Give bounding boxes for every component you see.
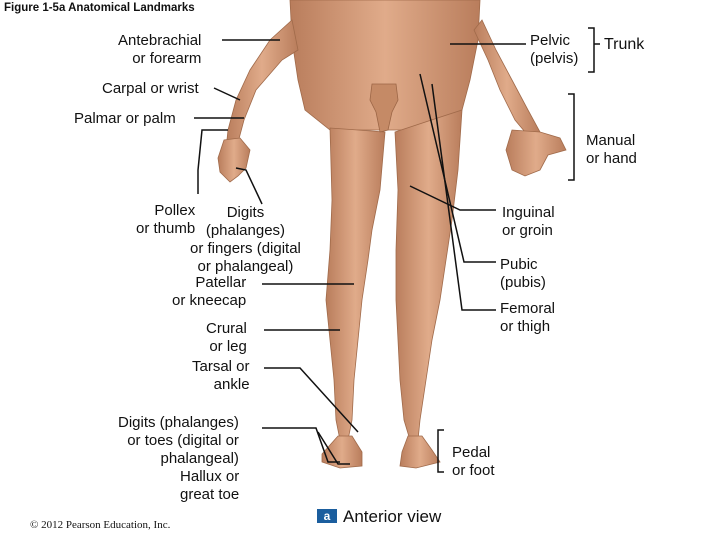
label-digits-hand: Digits (phalanges) or fingers (digital o… bbox=[190, 204, 301, 275]
label-inguinal: Inguinal or groin bbox=[502, 204, 555, 239]
leader-carpal bbox=[213, 87, 241, 101]
label-pubic: Pubic (pubis) bbox=[500, 256, 546, 291]
leader-femoral bbox=[431, 83, 496, 311]
left-hand bbox=[217, 137, 251, 183]
left-foot bbox=[321, 435, 363, 469]
label-antebrachial: Antebrachial or forearm bbox=[118, 32, 202, 67]
label-tarsal: Tarsal or ankle bbox=[192, 358, 250, 393]
label-manual: Manual or hand bbox=[586, 132, 637, 167]
label-digits-foot: Digits (phalanges) or toes (digital or p… bbox=[118, 414, 239, 467]
label-trunk: Trunk bbox=[604, 36, 645, 53]
right-foot bbox=[399, 435, 441, 469]
leader-lines bbox=[194, 27, 600, 473]
leader-tarsal bbox=[264, 367, 359, 433]
label-pedal: Pedal or foot bbox=[452, 444, 495, 479]
leader-digits-hand bbox=[235, 167, 263, 205]
leader-pubic bbox=[419, 73, 496, 263]
label-patellar: Patellar or kneecap bbox=[172, 274, 247, 309]
label-crural: Crural or leg bbox=[206, 320, 247, 355]
label-hallux: Hallux or great toe bbox=[180, 468, 240, 503]
leader-pedal-bracket bbox=[437, 429, 444, 473]
label-palmar: Palmar or palm bbox=[74, 110, 176, 127]
body-figure bbox=[217, 0, 567, 469]
label-carpal: Carpal or wrist bbox=[102, 80, 199, 97]
label-femoral: Femoral or thigh bbox=[500, 300, 556, 335]
leader-inguinal bbox=[409, 185, 496, 211]
left-leg bbox=[325, 127, 386, 441]
figure-title: Figure 1-5a Anatomical Landmarks bbox=[4, 2, 195, 14]
right-hand bbox=[505, 129, 567, 177]
view-label: Anterior view bbox=[343, 507, 442, 526]
label-pelvic: Pelvic (pelvis) bbox=[530, 32, 579, 67]
copyright-notice: © 2012 Pearson Education, Inc. bbox=[30, 519, 171, 531]
leader-digits-foot bbox=[262, 427, 340, 463]
label-pollex: Pollex or thumb bbox=[136, 202, 196, 237]
leader-pollex bbox=[197, 129, 228, 194]
view-letter-badge: a bbox=[317, 509, 337, 523]
right-leg bbox=[394, 109, 463, 441]
leader-hallux bbox=[317, 431, 350, 465]
genitals bbox=[369, 83, 399, 133]
leader-trunk-bracket bbox=[588, 27, 595, 73]
leader-manual-bracket bbox=[568, 93, 575, 181]
